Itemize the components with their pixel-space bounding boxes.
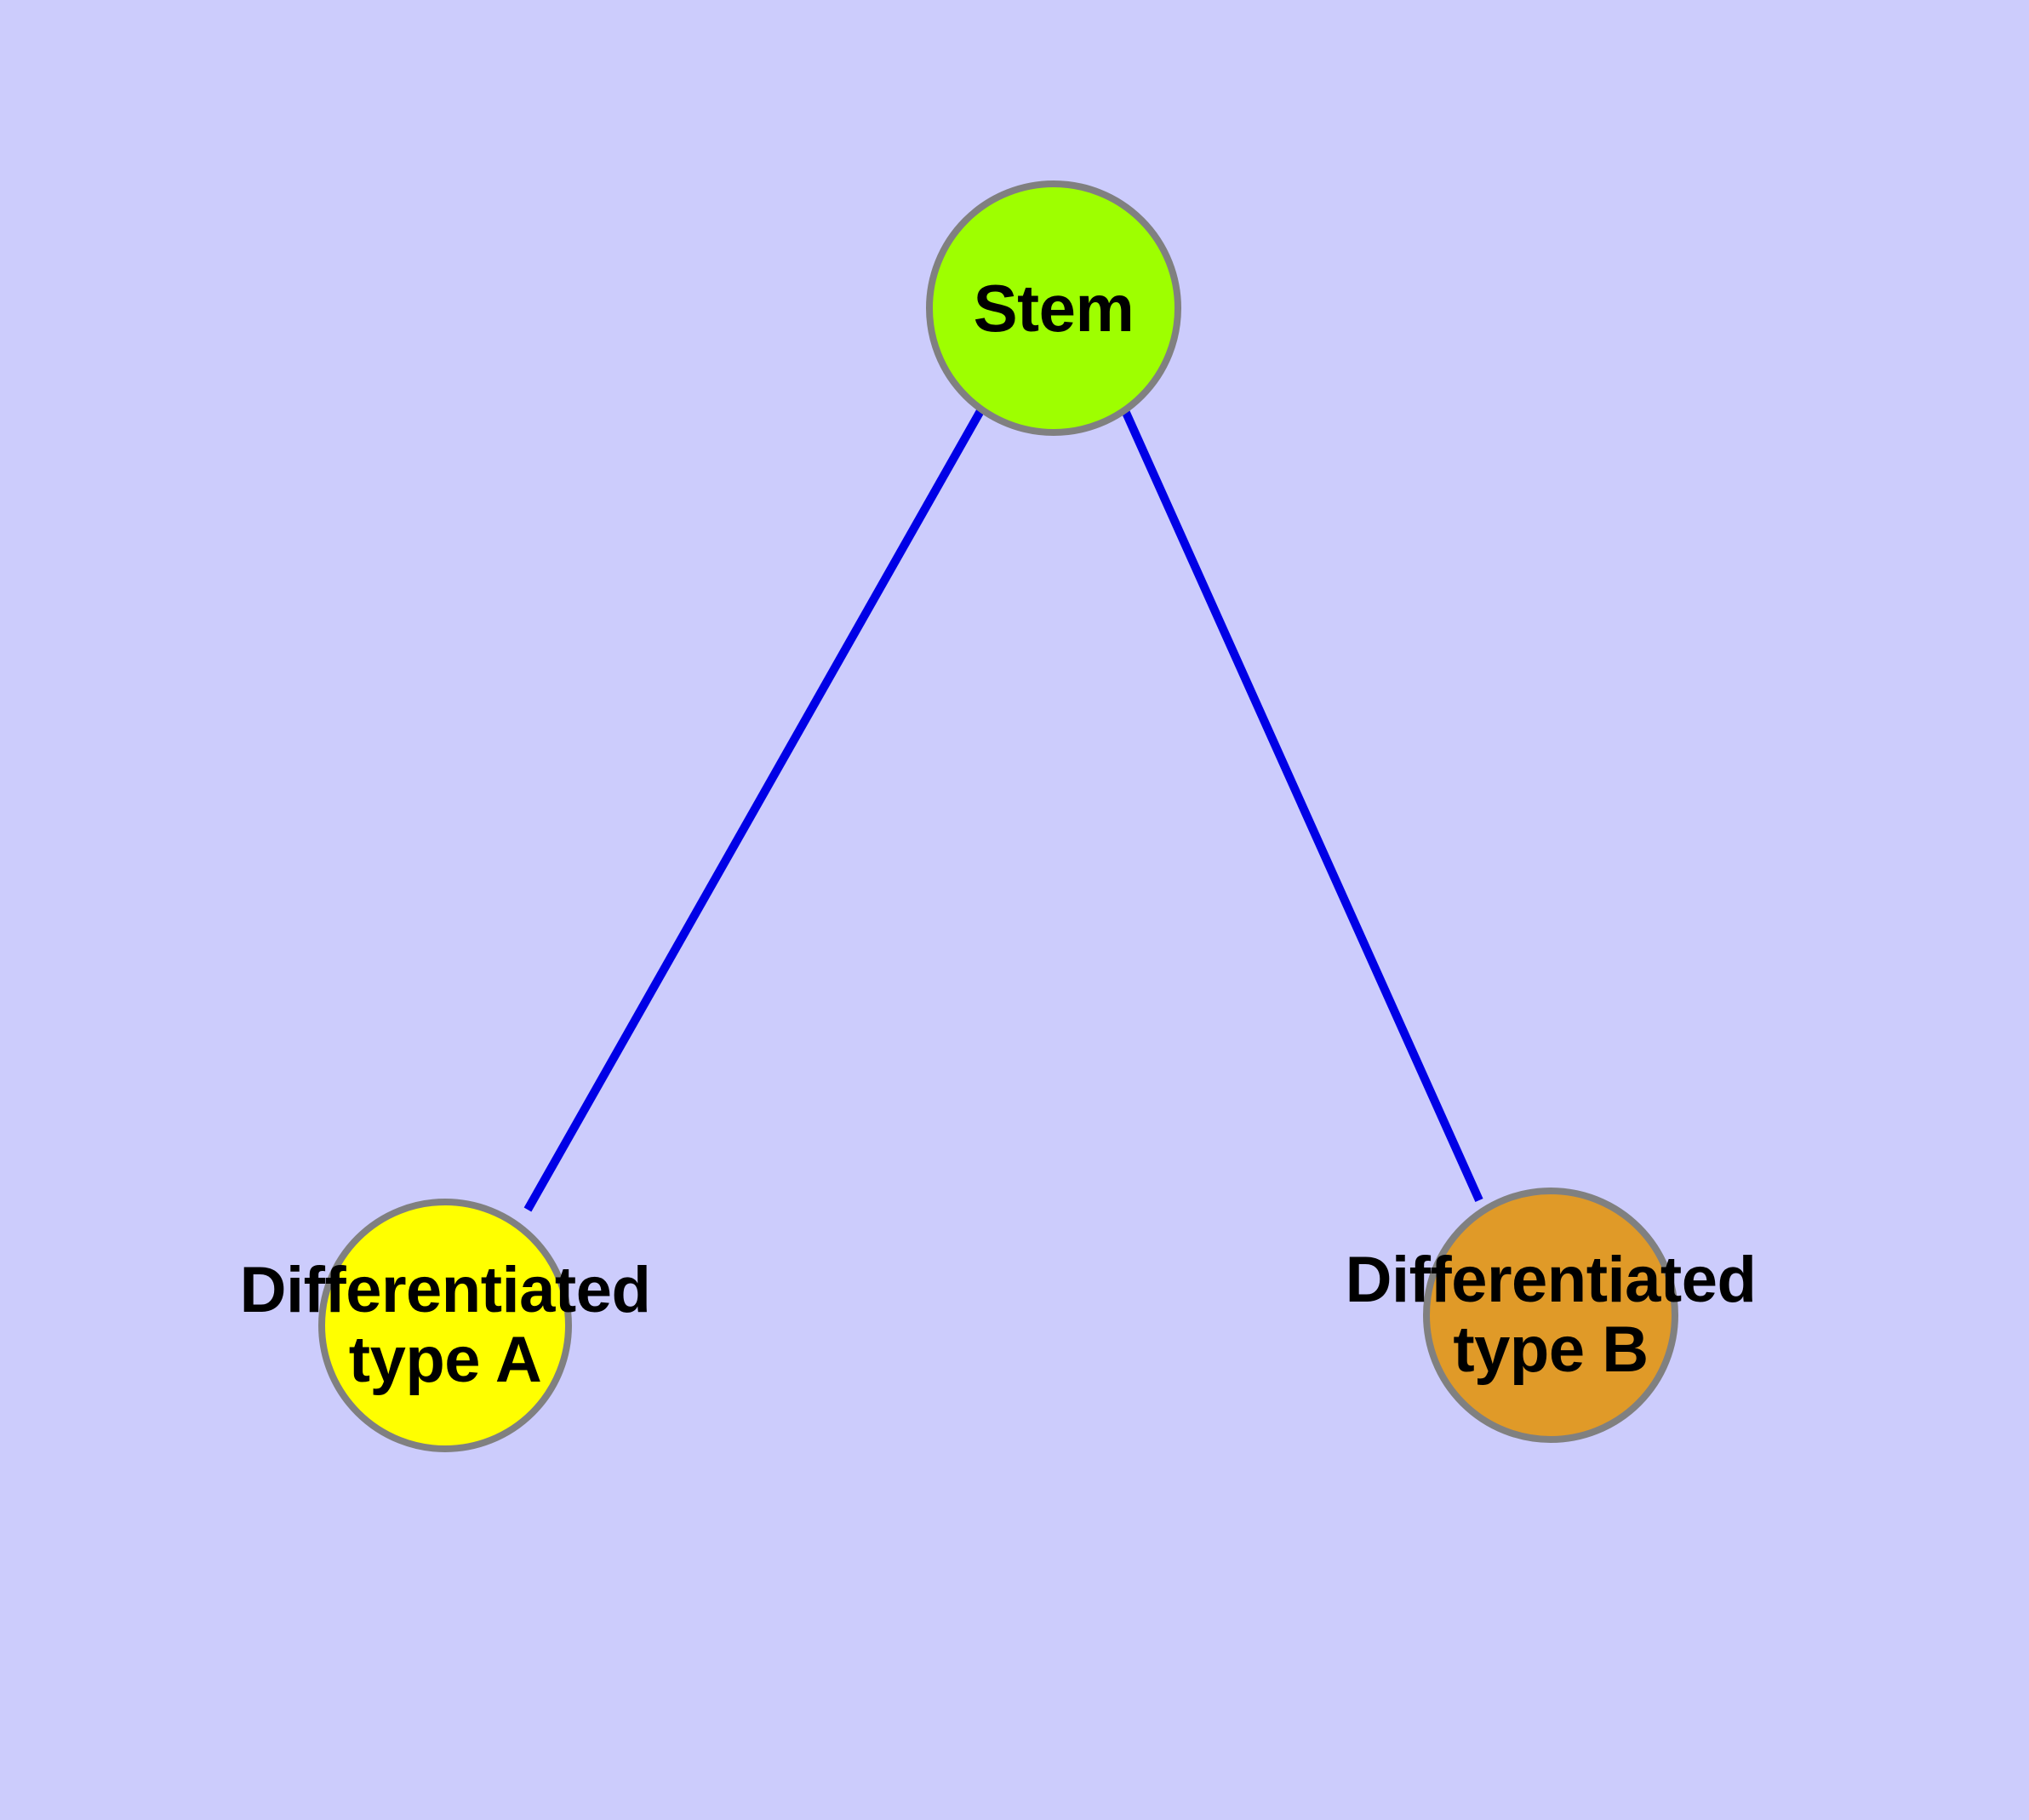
graph-edge-stem-to-diff-b bbox=[1119, 404, 1483, 1203]
graph-edge-stem-to-diff-a bbox=[523, 407, 986, 1212]
graph-node-diff_a[interactable] bbox=[318, 1199, 572, 1452]
edge-layer bbox=[523, 404, 1483, 1212]
graph-node-stem[interactable] bbox=[926, 180, 1181, 436]
graph-node-diff_b[interactable] bbox=[1423, 1188, 1678, 1443]
node-layer bbox=[318, 180, 1678, 1452]
